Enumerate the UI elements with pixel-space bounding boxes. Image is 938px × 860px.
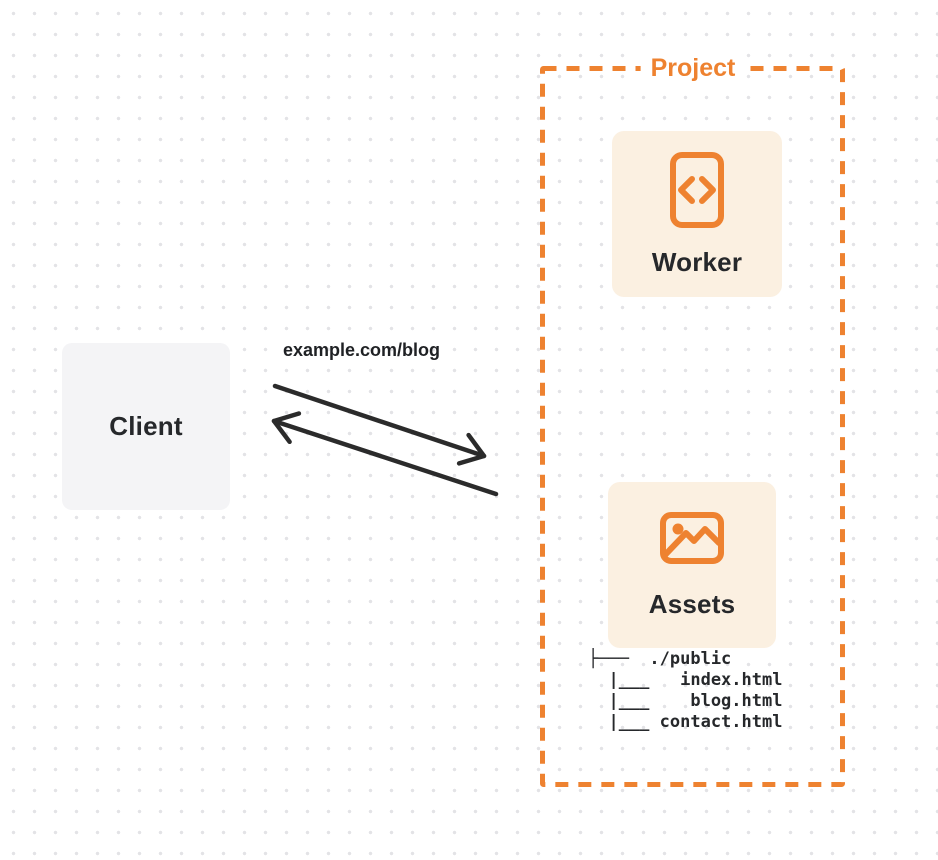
worker-card: Worker: [612, 131, 782, 297]
assets-file-tree: ├─── ./public |___ index.html |___ blog.…: [588, 649, 782, 733]
client-card: Client: [62, 343, 230, 510]
client-card-label: Client: [109, 411, 183, 441]
file-tree-root: ├─── ./public: [588, 649, 732, 669]
file-tree-item-blog: |___ blog.html: [588, 691, 783, 711]
file-tree-item-index: |___ index.html: [588, 670, 783, 690]
code-file-icon: [670, 151, 724, 228]
response-arrow: [271, 411, 499, 497]
request-url-label: example.com/blog: [283, 340, 441, 360]
request-arrowhead-icon: [456, 432, 487, 466]
file-tree-item-contact: |___ contact.html: [588, 712, 783, 732]
project-boundary-label: Project: [640, 53, 746, 83]
assets-card: Assets: [608, 482, 776, 648]
request-arrow: [272, 383, 487, 466]
assets-card-label: Assets: [648, 588, 736, 619]
image-icon: [660, 511, 724, 564]
response-arrowhead-icon: [271, 411, 302, 445]
worker-card-label: Worker: [651, 246, 743, 277]
